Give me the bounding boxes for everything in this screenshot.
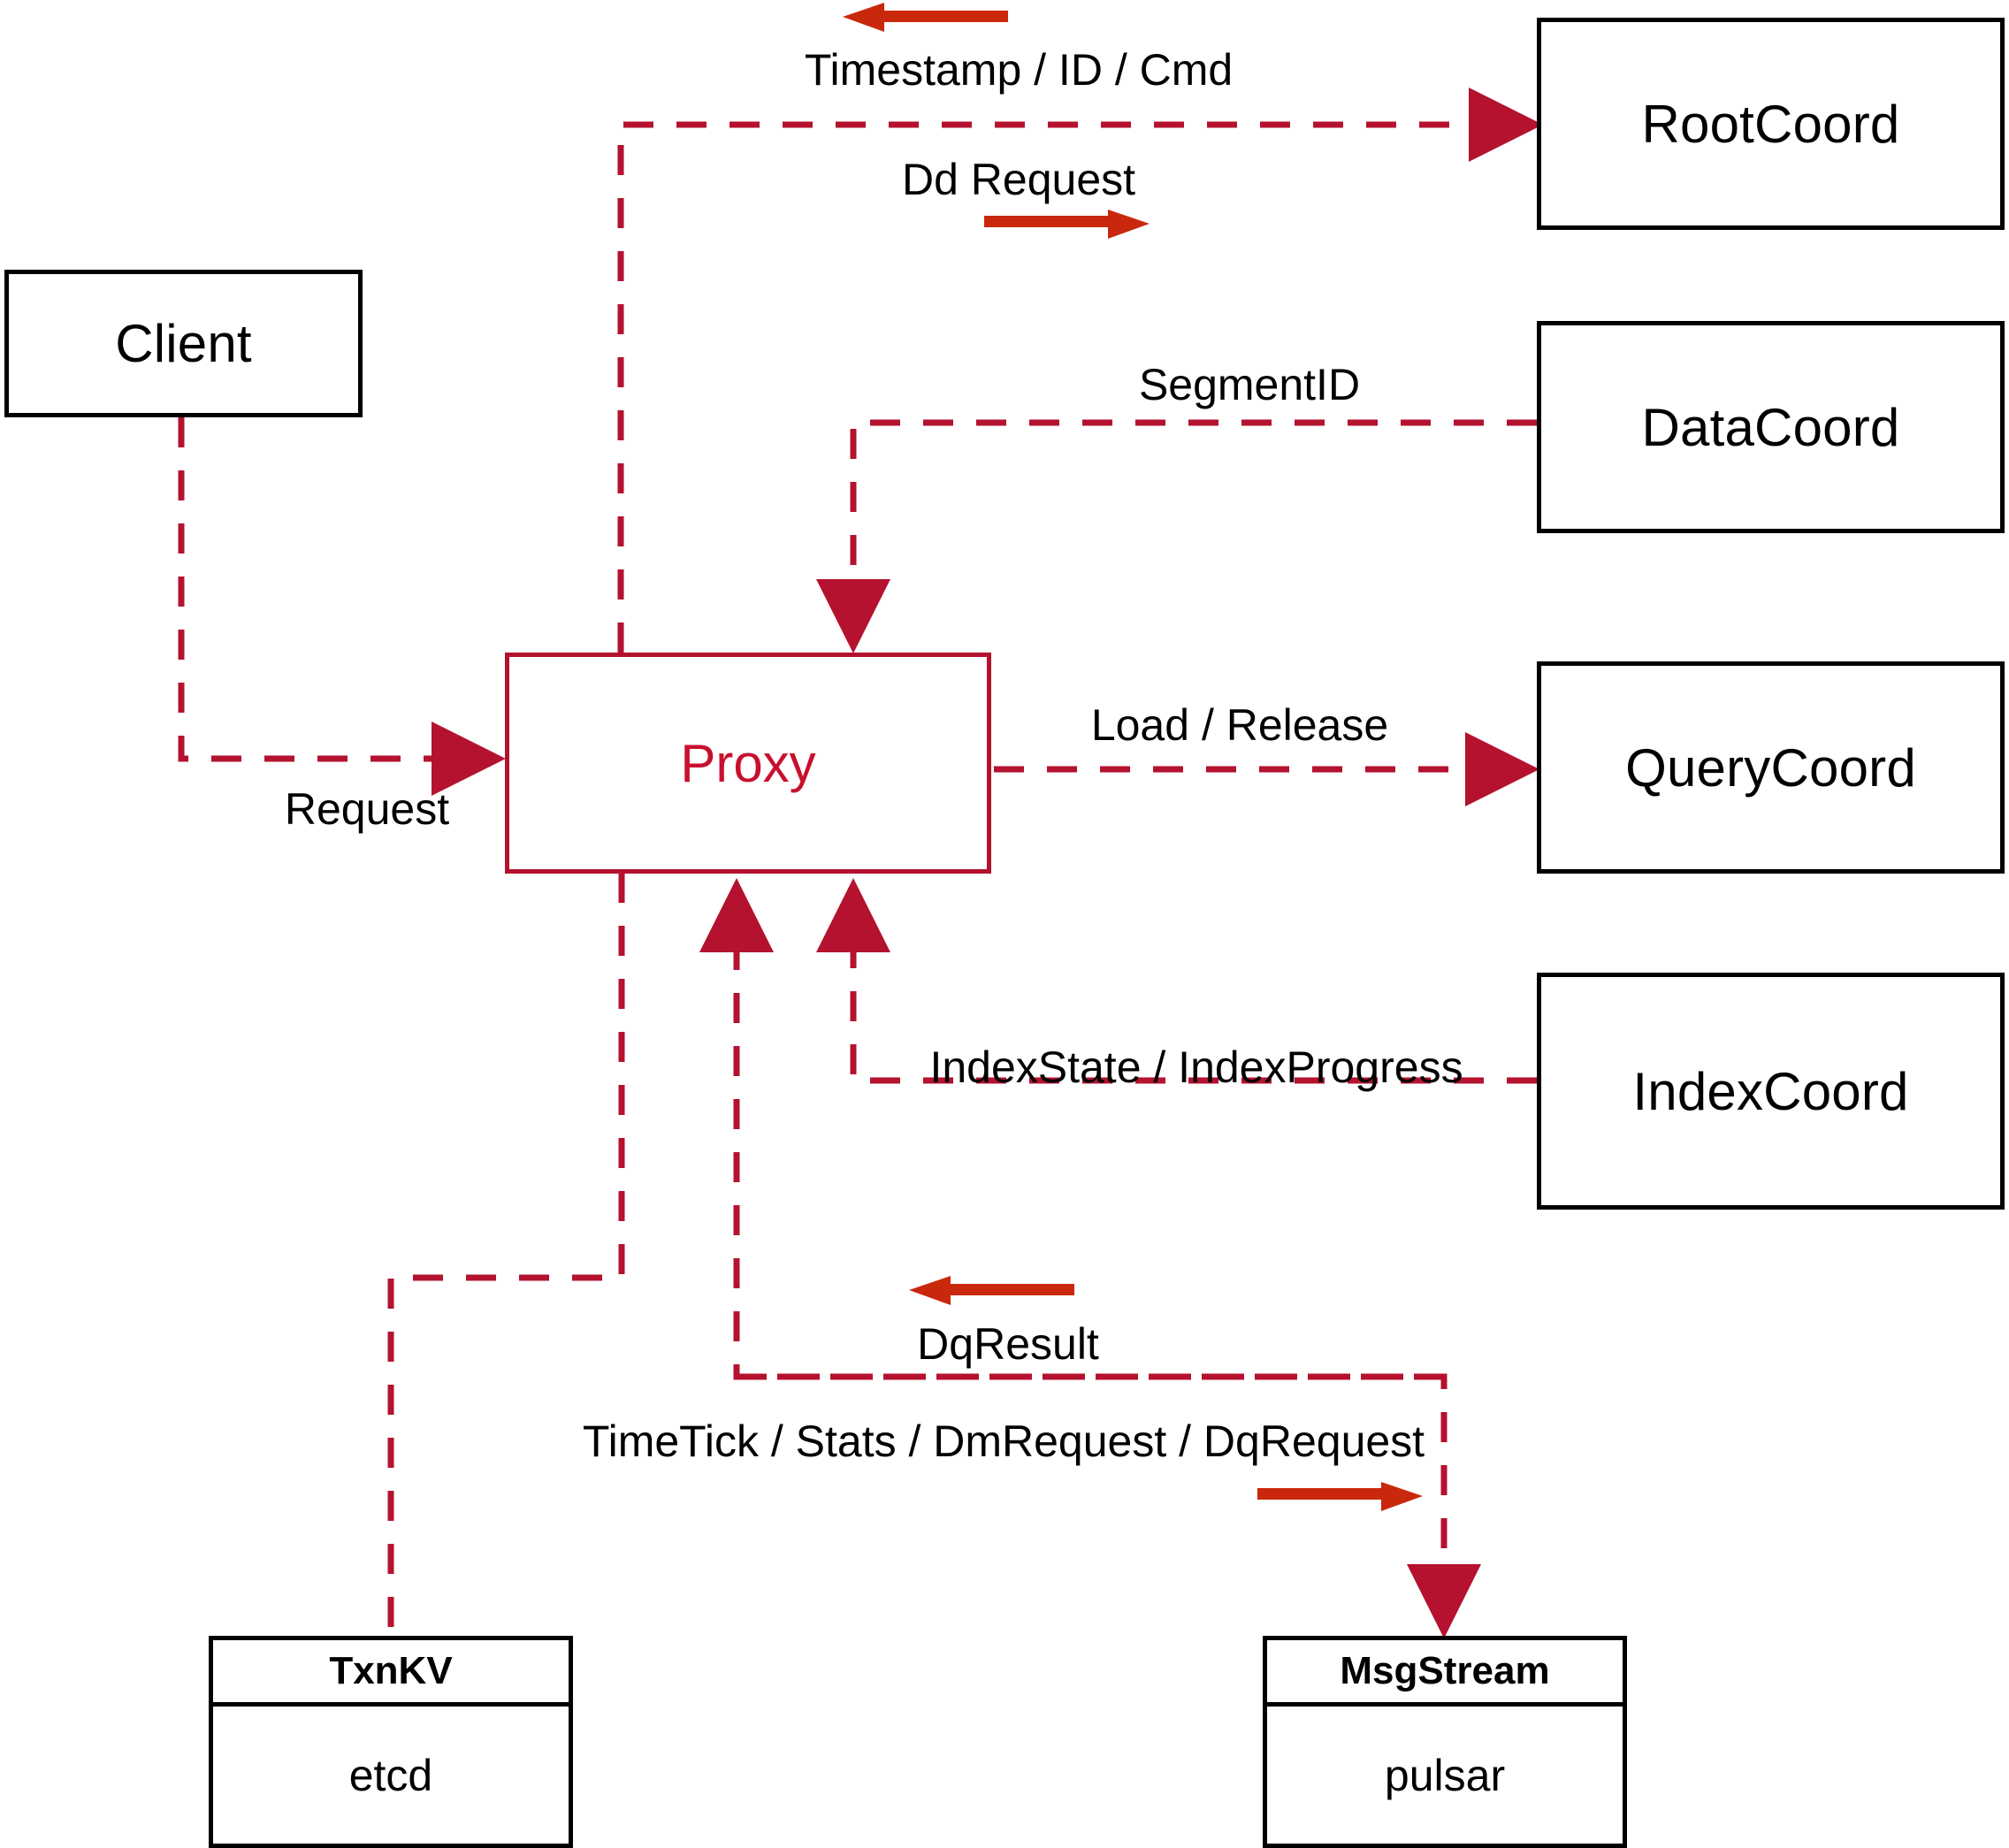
node-msgstream-title: MsgStream <box>1267 1640 1623 1707</box>
edge-msgstream-path <box>737 1373 1481 1638</box>
node-indexcoord[interactable]: IndexCoord <box>1537 973 2005 1210</box>
node-msgstream[interactable]: MsgStream pulsar <box>1263 1636 1627 1848</box>
node-datacoord-label: DataCoord <box>1641 397 1900 457</box>
edge-label-load-release: Load / Release <box>1090 700 1389 750</box>
edge-label-dq-result: DqResult <box>917 1319 1099 1369</box>
node-txnkv-title: TxnKV <box>213 1640 569 1707</box>
node-querycoord[interactable]: QueryCoord <box>1537 661 2005 874</box>
edge-dqresult-path <box>699 878 1444 1380</box>
node-proxy-label: Proxy <box>680 733 816 793</box>
edge-label-index-state-progress: IndexState / IndexProgress <box>929 1042 1463 1092</box>
node-proxy[interactable]: Proxy <box>505 653 991 874</box>
node-rootcoord-label: RootCoord <box>1641 94 1900 154</box>
edge-rootcoord-path <box>617 88 1543 653</box>
edge-label-request: Request <box>284 784 450 834</box>
arrow-dd-request <box>984 210 1150 239</box>
node-client-label: Client <box>115 314 252 373</box>
node-txnkv[interactable]: TxnKV etcd <box>209 1636 573 1848</box>
edge-label-timestamp-id-cmd: Timestamp / ID / Cmd <box>804 45 1234 95</box>
node-client[interactable]: Client <box>4 270 363 417</box>
arrow-dm-dq-request <box>1257 1482 1423 1511</box>
edge-indexstate-path <box>816 878 1537 1084</box>
edge-request-path <box>178 417 506 796</box>
node-indexcoord-label: IndexCoord <box>1632 1061 1909 1121</box>
node-querycoord-label: QueryCoord <box>1625 737 1916 798</box>
edge-label-segment-id: SegmentID <box>1138 360 1361 409</box>
edge-label-dd-request: Dd Request <box>901 155 1136 204</box>
edge-segmentid-path <box>816 419 1537 653</box>
edge-txnkv-path <box>387 873 625 1636</box>
arrow-dq-result <box>909 1276 1074 1305</box>
node-txnkv-impl: etcd <box>348 1750 433 1800</box>
node-datacoord[interactable]: DataCoord <box>1537 321 2005 533</box>
node-msgstream-impl: pulsar <box>1384 1750 1506 1800</box>
edge-label-timetick-stats: TimeTick / Stats / DmRequest / DqRequest <box>582 1417 1425 1466</box>
emphasis-arrows <box>843 3 1423 1511</box>
node-rootcoord[interactable]: RootCoord <box>1537 18 2005 230</box>
arrow-timestamp-id-cmd <box>843 3 1008 32</box>
